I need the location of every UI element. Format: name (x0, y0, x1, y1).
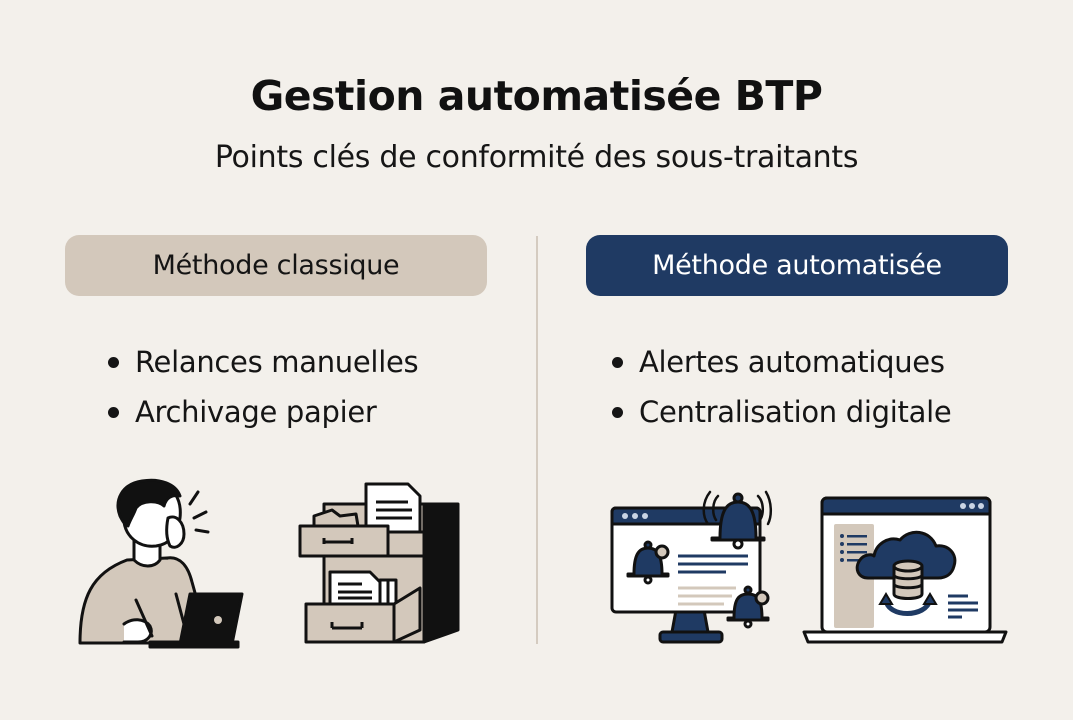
automated-method-header: Méthode automatisée (586, 235, 1008, 296)
classic-method-label: Méthode classique (152, 250, 400, 281)
list-item: Centralisation digitale (606, 390, 952, 440)
filing-cabinet-icon (298, 482, 460, 644)
classic-method-list: Relances manuelles Archivage papier (102, 340, 419, 440)
automated-method-label: Méthode automatisée (652, 250, 942, 281)
person-phone-laptop-icon (78, 478, 244, 649)
page-title: Gestion automatisée BTP (250, 72, 823, 120)
list-item: Archivage papier (102, 390, 418, 440)
classic-method-header: Méthode classique (65, 235, 487, 296)
monitor-alert-bells-icon (610, 490, 772, 644)
laptop-cloud-sync-icon (802, 496, 1008, 644)
list-item: Alertes automatiques (606, 340, 951, 390)
list-item: Relances manuelles (102, 340, 419, 390)
automated-method-list: Alertes automatiques Centralisation digi… (606, 340, 952, 440)
column-divider (536, 236, 538, 644)
page-subtitle: Points clés de conformité des sous-trait… (214, 140, 859, 175)
